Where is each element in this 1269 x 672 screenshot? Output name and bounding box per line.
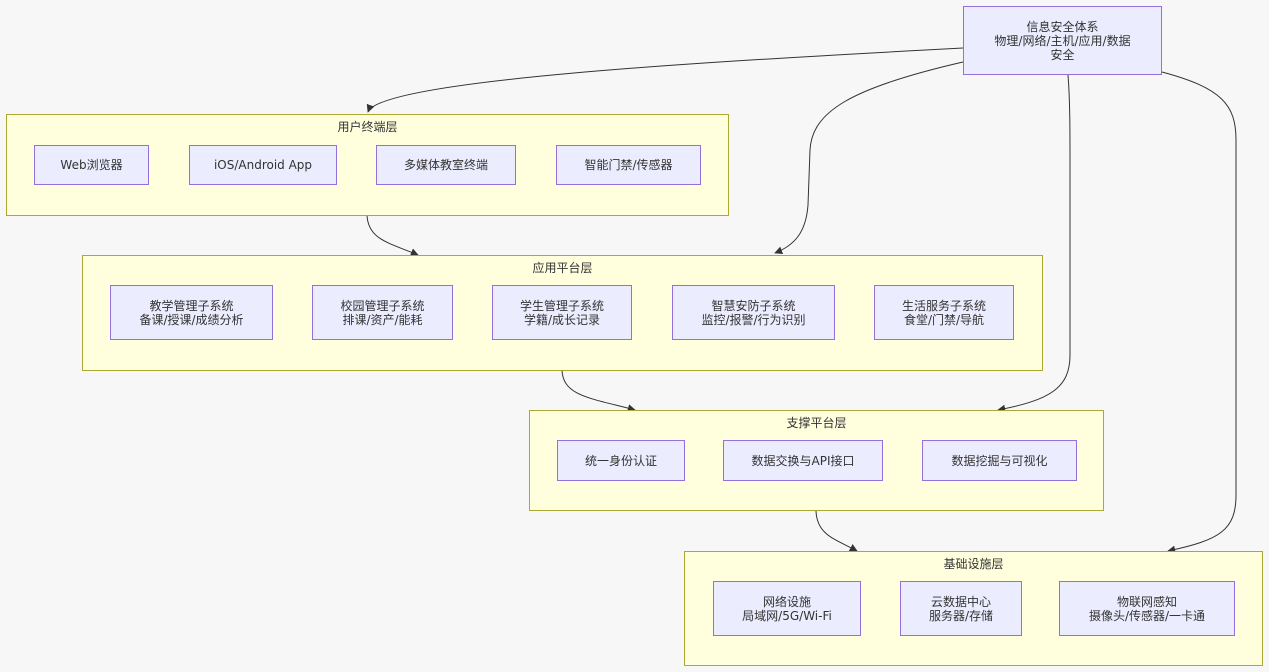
student-management-node[interactable]: 学生管理子系统 学籍/成长记录 [492,285,632,340]
web-browser-node[interactable]: Web浏览器 [34,145,149,185]
node-sublabel: 学籍/成长记录 [523,312,601,327]
mobile-app-node[interactable]: iOS/Android App [189,145,337,185]
life-service-node[interactable]: 生活服务子系统 食堂/门禁/导航 [874,285,1014,340]
node-label: Web浏览器 [60,158,123,172]
node-label: 智慧安防子系统 [711,298,796,313]
iot-sensing-node[interactable]: 物联网感知 摄像头/传感器/一卡通 [1059,581,1235,636]
security-line-2: 物理/网络/主机/应用/数据 [994,33,1131,48]
user-terminal-layer-title: 用户终端层 [337,120,398,134]
smart-access-sensor-node[interactable]: 智能门禁/传感器 [556,145,701,185]
node-label: 物联网感知 [1116,594,1177,609]
node-sublabel: 排课/资产/能耗 [342,312,423,327]
node-sublabel: 监控/报警/行为识别 [701,312,806,327]
edge-security-to-infra [1161,71,1237,554]
security-system-node[interactable]: 信息安全体系 物理/网络/主机/应用/数据 安全 [963,6,1162,75]
node-label: 智能门禁/传感器 [584,158,673,172]
multimedia-classroom-node[interactable]: 多媒体教室终端 [376,145,516,185]
node-label: 校园管理子系统 [340,298,425,313]
network-facility-node[interactable]: 网络设施 局域网/5G/Wi-Fi [713,581,861,636]
edge-security-to-app [774,61,964,255]
node-label: iOS/Android App [213,158,313,172]
node-sublabel: 备课/授课/成绩分析 [139,312,244,327]
edge-support-to-infra [815,510,858,552]
application-platform-layer-title: 应用平台层 [532,261,593,275]
edge-user-to-app [366,214,419,256]
node-label: 数据挖掘与可视化 [951,453,1048,468]
node-label: 学生管理子系统 [519,298,604,313]
edge-app-to-support [561,369,636,413]
security-line-1: 信息安全体系 [1026,19,1099,34]
node-label: 网络设施 [762,594,811,609]
teaching-management-node[interactable]: 教学管理子系统 备课/授课/成绩分析 [110,285,273,340]
node-label: 云数据中心 [930,594,991,609]
node-label: 统一身份认证 [584,453,657,468]
cloud-datacenter-node[interactable]: 云数据中心 服务器/存储 [900,581,1022,636]
node-sublabel: 食堂/门禁/导航 [903,312,985,327]
support-platform-layer-title: 支撑平台层 [786,416,847,430]
infrastructure-layer-title: 基础设施层 [943,557,1004,571]
data-mining-visualization-node[interactable]: 数据挖掘与可视化 [922,440,1077,481]
unified-identity-node[interactable]: 统一身份认证 [557,440,685,481]
node-sublabel: 局域网/5G/Wi-Fi [742,608,832,623]
edge-security-to-user [366,47,964,113]
data-exchange-api-node[interactable]: 数据交换与API接口 [723,440,883,481]
security-line-3: 安全 [1050,47,1075,62]
node-sublabel: 服务器/存储 [928,608,994,623]
node-sublabel: 摄像头/传感器/一卡通 [1088,608,1206,623]
smart-security-node[interactable]: 智慧安防子系统 监控/报警/行为识别 [672,285,835,340]
node-label: 数据交换与API接口 [751,453,855,468]
node-label: 多媒体教室终端 [403,158,488,172]
node-label: 教学管理子系统 [149,298,234,313]
node-label: 生活服务子系统 [901,298,986,313]
campus-management-node[interactable]: 校园管理子系统 排课/资产/能耗 [312,285,453,340]
